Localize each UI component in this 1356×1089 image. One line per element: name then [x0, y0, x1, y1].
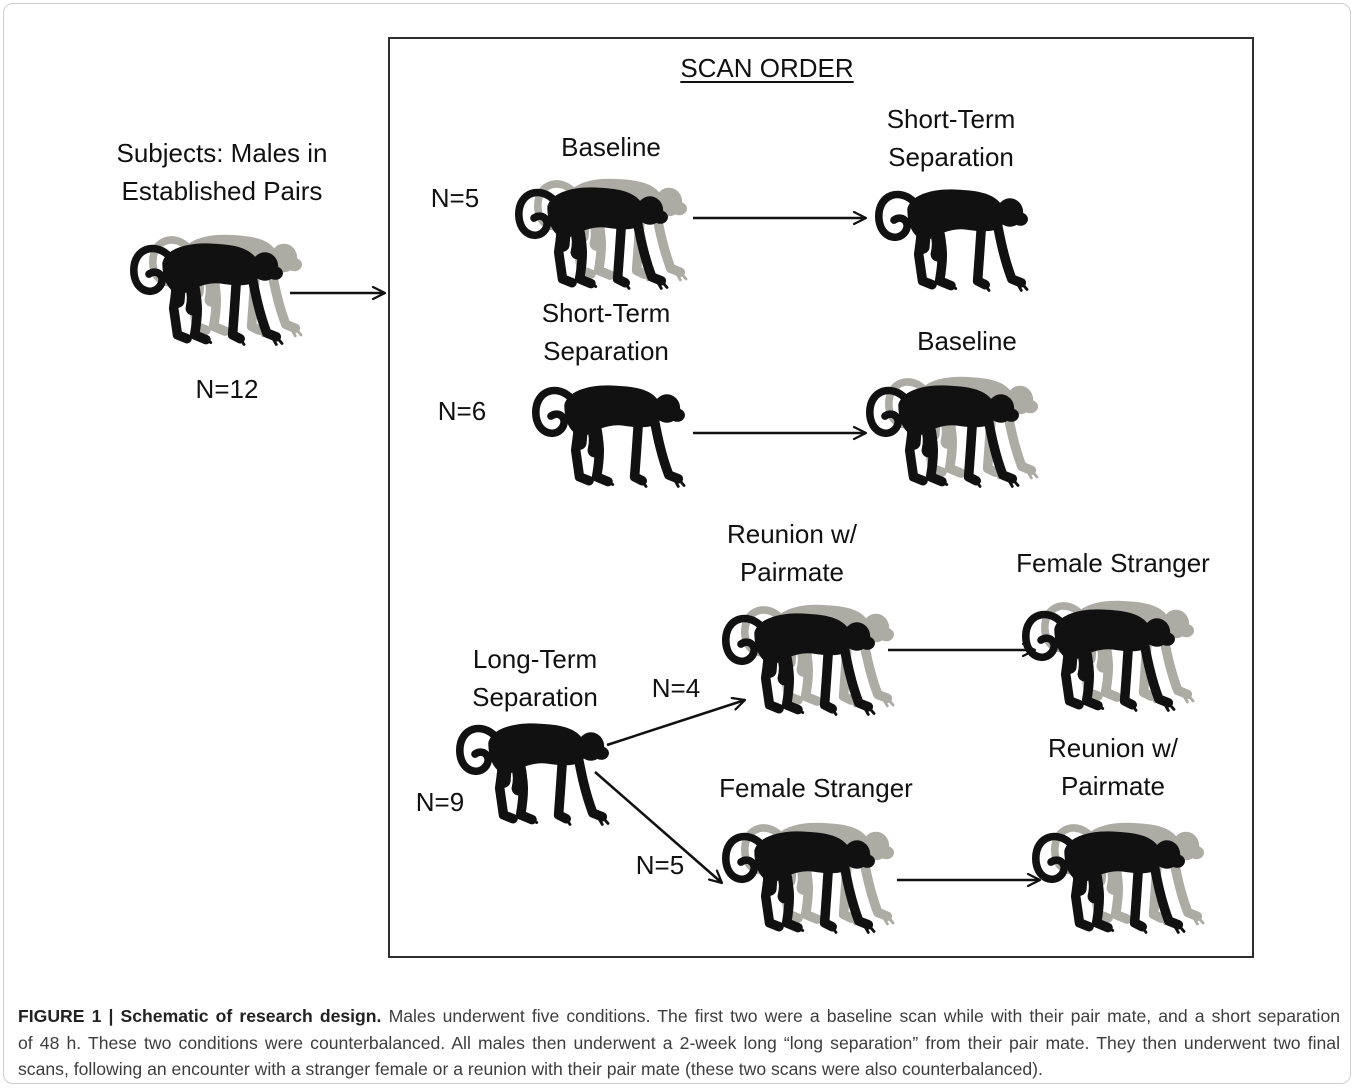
- caption-line: FIGURE 1 | Schematic of research design.…: [18, 1003, 1340, 1030]
- condition-label-line: Pairmate: [739, 557, 845, 587]
- condition-label-line: Short-Term: [886, 104, 1016, 134]
- condition-label-short-term: Short-Term Separation: [466, 294, 746, 370]
- figure-frame: [3, 3, 1351, 1084]
- subjects-n-label: N=12: [195, 374, 259, 404]
- subjects-label-line: Established Pairs: [121, 176, 323, 206]
- condition-label-line: Pairmate: [1060, 771, 1166, 801]
- male-monkey-icon: [879, 189, 1028, 290]
- scan-order-title: SCAN ORDER: [680, 53, 854, 83]
- condition-label-female-stranger: Female Stranger: [719, 773, 913, 803]
- arrow-long-term-to-female-stranger: [594, 771, 724, 885]
- condition-label-reunion: Reunion w/ Pairmate: [973, 729, 1253, 805]
- condition-label-line: Separation: [472, 682, 598, 712]
- condition-label-line: Reunion w/: [1047, 733, 1179, 763]
- condition-label-line: Long-Term: [472, 644, 598, 674]
- branch-n-label: N=4: [651, 673, 701, 703]
- group-n-label: N=9: [415, 787, 465, 817]
- subjects-label: Subjects: Males in Established Pairs: [62, 134, 382, 210]
- subjects-monkey-pair-icon: [134, 235, 302, 345]
- condition-label-baseline: Baseline: [917, 326, 1017, 356]
- scan-order-box: [388, 37, 1254, 958]
- reunion-monkey-pair-icon: [1036, 823, 1204, 933]
- condition-label-short-term: Short-Term Separation: [811, 100, 1091, 176]
- condition-label-line: Reunion w/: [726, 519, 858, 549]
- condition-label-line: Separation: [888, 142, 1014, 172]
- group-n-label: N=5: [430, 183, 480, 213]
- figure-caption: FIGURE 1 | Schematic of research design.…: [18, 1003, 1340, 1083]
- short-term-separation-monkey-icon: [879, 189, 1028, 290]
- condition-label-reunion: Reunion w/ Pairmate: [652, 515, 932, 591]
- baseline-monkey-pair-icon: [870, 377, 1038, 487]
- subjects-label-line: Subjects: Males in: [116, 138, 328, 168]
- caption-text: Males underwent five conditions. The fir…: [388, 1006, 1341, 1026]
- caption-line: of 48 h. These two conditions were count…: [18, 1032, 1340, 1053]
- condition-label-female-stranger: Female Stranger: [1016, 548, 1210, 578]
- arrow-long-term-to-reunion: [606, 696, 747, 747]
- caption-line: scans, following an encounter with a str…: [18, 1059, 1043, 1079]
- condition-label-baseline: Baseline: [561, 132, 661, 162]
- condition-label-line: Short-Term: [541, 298, 671, 328]
- group-n-label: N=6: [437, 396, 487, 426]
- condition-label-line: Separation: [543, 336, 669, 366]
- female-stranger-monkey-pair-icon: [1026, 601, 1194, 711]
- branch-n-label: N=5: [635, 850, 685, 880]
- condition-label-long-term: Long-Term Separation: [395, 640, 675, 716]
- caption-label: FIGURE 1 | Schematic of research design.: [18, 1006, 382, 1026]
